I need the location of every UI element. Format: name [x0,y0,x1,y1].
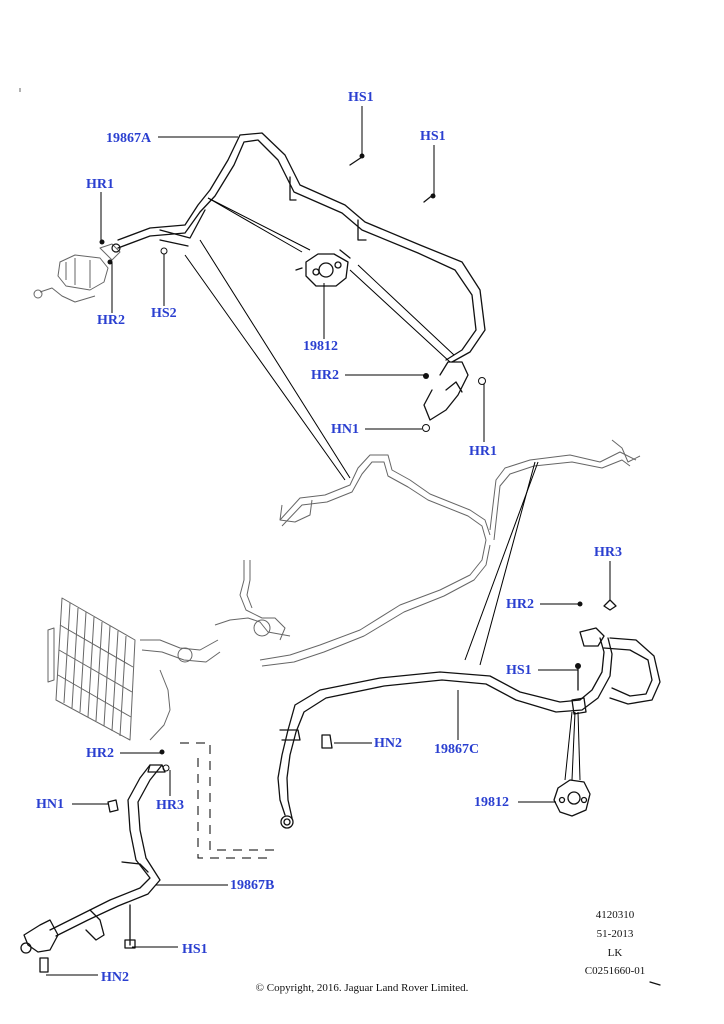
vehicle-overview [140,439,641,741]
dashed-connection [180,742,275,859]
callout-hr2-right[interactable]: HR2 [506,597,534,612]
reference-code: LK [607,947,623,959]
callout-hr1-left[interactable]: HR1 [86,177,114,192]
compressor-19812-bottom [553,779,591,817]
corner-mark [649,981,661,986]
top-left-unit [33,243,121,303]
callout-hr3-bl[interactable]: HR3 [156,798,184,813]
condenser [47,597,136,741]
pipe-19867c [277,627,661,829]
callout-hr1-right[interactable]: HR1 [469,444,497,459]
callout-19867a[interactable]: 19867A [106,131,152,146]
callout-hn1-bl[interactable]: HN1 [36,797,64,812]
pipe-19867a [117,132,486,421]
callout-19812-top[interactable]: 19812 [303,339,338,354]
callout-leaders [46,106,611,976]
callout-19867c[interactable]: 19867C [434,742,480,757]
callout-hs1-bottom[interactable]: HS1 [182,942,208,957]
copyright-notice: © Copyright, 2016. Jaguar Land Rover Lim… [255,982,469,994]
callout-hn2-bottom[interactable]: HN2 [101,970,129,985]
top-fasteners [99,153,486,432]
callout-19812-bottom[interactable]: 19812 [474,795,509,810]
callout-hr3-right[interactable]: HR3 [594,545,622,560]
pipe-19867b [20,749,170,973]
callout-hn2-mid[interactable]: HN2 [374,736,402,751]
compressor-19812-top [295,249,351,287]
lower-right-fasteners [321,599,617,781]
callout-hs2[interactable]: HS2 [151,306,177,321]
assembly-pointers [184,197,539,666]
callout-hr2-left[interactable]: HR2 [97,313,125,328]
callout-19867b[interactable]: 19867B [230,878,275,893]
reference-date: 51-2013 [596,928,634,940]
callout-hn1-mid[interactable]: HN1 [331,422,359,437]
callout-hs1-lower[interactable]: HS1 [506,663,532,678]
callout-hr2-mid[interactable]: HR2 [311,368,339,383]
callout-hs1-top[interactable]: HS1 [348,90,374,105]
callout-hs1-right[interactable]: HS1 [420,129,446,144]
callout-hr2-bl[interactable]: HR2 [86,746,114,761]
reference-id: C0251660-01 [584,965,646,977]
reference-number: 4120310 [595,909,635,921]
